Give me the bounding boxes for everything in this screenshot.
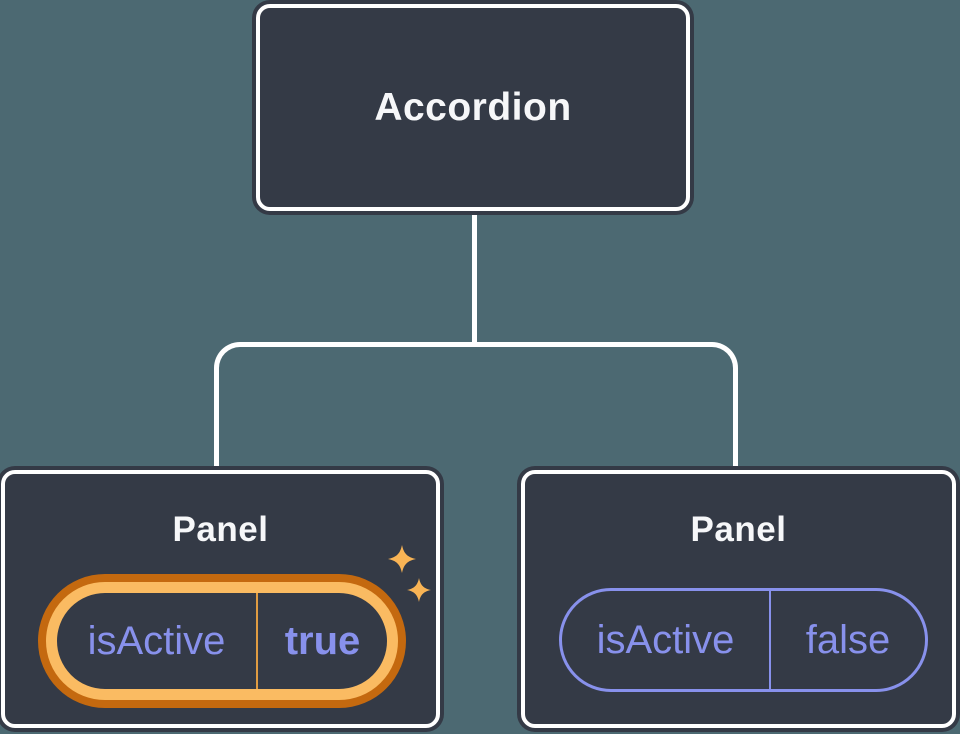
node-panel-label: Panel (172, 510, 269, 549)
connector-root-stem (472, 205, 477, 346)
pill-divider (256, 593, 258, 689)
state-pill-plain: isActive false (559, 588, 928, 692)
sparkle-icon (388, 545, 431, 602)
state-value: true (284, 618, 361, 663)
state-value: false (805, 617, 891, 662)
state-pill-highlighted: isActive true (46, 582, 398, 700)
connector-branch (214, 342, 738, 474)
node-accordion-label: Accordion (374, 85, 572, 129)
node-panel-inactive: Panel isActive false (521, 470, 956, 728)
state-key: isActive (87, 618, 226, 663)
node-accordion: Accordion (256, 4, 690, 211)
node-panel-active: Panel isActive true (1, 470, 440, 728)
state-key: isActive (596, 617, 735, 662)
pill-divider (769, 591, 771, 689)
node-panel-label: Panel (690, 510, 787, 549)
